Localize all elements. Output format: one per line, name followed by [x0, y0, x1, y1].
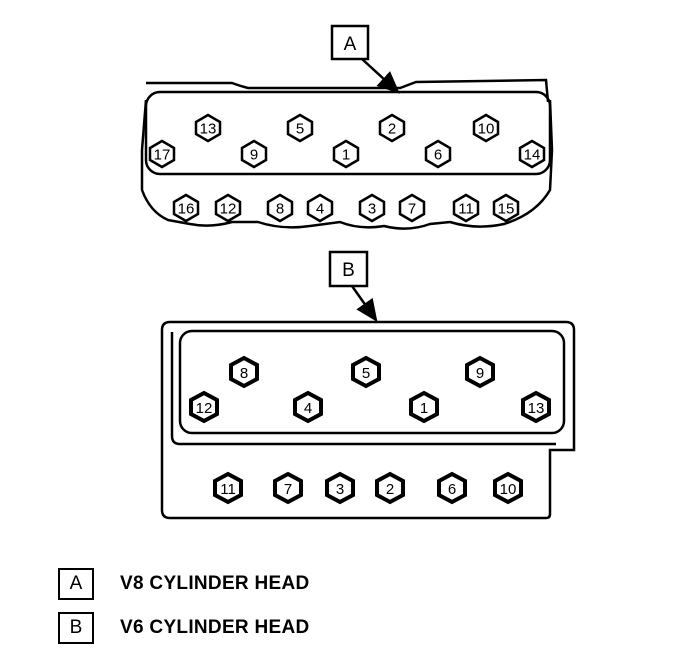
v6-bolt-label: 9 [476, 365, 484, 382]
v6-bolt: 4 [293, 390, 323, 424]
v8-bolt: 16 [172, 193, 200, 223]
v8-bolt: 14 [518, 139, 546, 169]
v8-bolt: 12 [214, 193, 242, 223]
v8-bolt: 6 [424, 139, 452, 169]
legend-text-v8: V8 CYLINDER HEAD [120, 573, 310, 594]
v8-bolt-label: 13 [200, 121, 217, 138]
v8-bolt-label: 12 [220, 201, 237, 218]
legend-row-v6: B V6 CYLINDER HEAD [58, 612, 310, 644]
v8-bolt-label: 9 [250, 147, 258, 164]
v6-bolt: 13 [521, 390, 551, 424]
callout-a-box [330, 24, 370, 61]
v6-bolt-label: 7 [284, 481, 292, 498]
v8-bolt-label: 1 [342, 147, 350, 164]
v6-bolt: 2 [375, 471, 405, 505]
v6-bolt-group: 8 5 9 12 4 1 13 11 [189, 355, 551, 505]
v6-bolt-label: 12 [196, 400, 213, 417]
v6-bolt: 10 [493, 471, 523, 505]
v8-bolt-label: 15 [498, 201, 515, 218]
v8-bolt-label: 6 [434, 147, 442, 164]
v8-head-deck [144, 90, 552, 176]
v6-bolt-label: 6 [448, 481, 456, 498]
v8-bolt-label: 11 [458, 201, 474, 218]
v8-cylinder-head [140, 78, 554, 230]
legend-key-b: B [58, 612, 94, 644]
v8-bolt-label: 2 [388, 121, 396, 138]
callout-b: B [328, 250, 378, 323]
legend-row-v8: A V8 CYLINDER HEAD [58, 568, 310, 600]
v6-bolt-label: 4 [304, 400, 312, 417]
v8-bolt-label: 8 [276, 201, 284, 218]
v8-bolt-group: 13 5 2 10 17 9 1 6 [148, 113, 546, 223]
v6-bolt-label: 5 [362, 365, 370, 382]
v8-bolt: 7 [398, 193, 426, 223]
v6-bolt: 1 [409, 390, 439, 424]
v8-bolt: 2 [378, 113, 406, 143]
v8-bolt: 8 [266, 193, 294, 223]
v6-head-deck [178, 329, 566, 435]
callout-b-box [328, 250, 369, 288]
v6-bolt: 5 [351, 355, 381, 389]
v8-head-side-left [140, 99, 148, 151]
v6-bolt: 8 [229, 355, 259, 389]
v8-bolt-label: 3 [368, 201, 376, 218]
v8-bolt: 5 [286, 113, 314, 143]
v8-bolt: 10 [472, 113, 500, 143]
v8-bolt-label: 16 [178, 201, 195, 218]
callout-b-arrow [350, 285, 378, 323]
callout-a: A [330, 24, 400, 94]
v6-head-ledge [170, 332, 556, 446]
v6-bolt: 7 [273, 471, 303, 505]
v6-bolt-label: 8 [240, 365, 248, 382]
v6-bolt-label: 2 [386, 481, 394, 498]
v8-bolt-label: 17 [154, 147, 171, 164]
v6-bolt: 9 [465, 355, 495, 389]
v6-bolt-label: 3 [336, 481, 344, 498]
v8-bolt: 11 [452, 193, 480, 223]
v6-bolt-label: 1 [420, 400, 428, 417]
v6-cylinder-head [160, 320, 576, 520]
legend-text-v6: V6 CYLINDER HEAD [120, 617, 310, 638]
v8-head-top-flange [146, 78, 550, 103]
v8-head-lower-body [140, 149, 554, 230]
v8-bolt: 13 [194, 113, 222, 143]
v6-bolt: 3 [325, 471, 355, 505]
legend-key-a: A [58, 568, 94, 600]
v8-bolt: 1 [332, 139, 360, 169]
v8-bolt-label: 10 [478, 121, 495, 138]
v6-bolt-label: 13 [528, 400, 545, 417]
v6-bolt-label: 11 [220, 481, 236, 498]
v8-bolt: 3 [358, 193, 386, 223]
v6-bolt: 11 [213, 471, 243, 505]
callout-b-label: B [342, 260, 355, 281]
v6-bolt-label: 10 [500, 481, 517, 498]
v8-head-side-right [548, 99, 554, 151]
v8-bolt: 17 [148, 139, 176, 169]
v8-bolt: 9 [240, 139, 268, 169]
callout-a-arrow [361, 58, 400, 94]
v8-bolt-label: 14 [524, 147, 541, 164]
v8-bolt-label: 4 [316, 201, 324, 218]
v8-bolt-label: 7 [408, 201, 416, 218]
v6-head-outer [160, 320, 576, 520]
v8-bolt: 4 [306, 193, 334, 223]
v8-bolt-label: 5 [296, 121, 304, 138]
v6-bolt: 6 [437, 471, 467, 505]
callout-a-label: A [344, 34, 357, 55]
v6-bolt: 12 [189, 390, 219, 424]
v8-bolt: 15 [492, 193, 520, 223]
